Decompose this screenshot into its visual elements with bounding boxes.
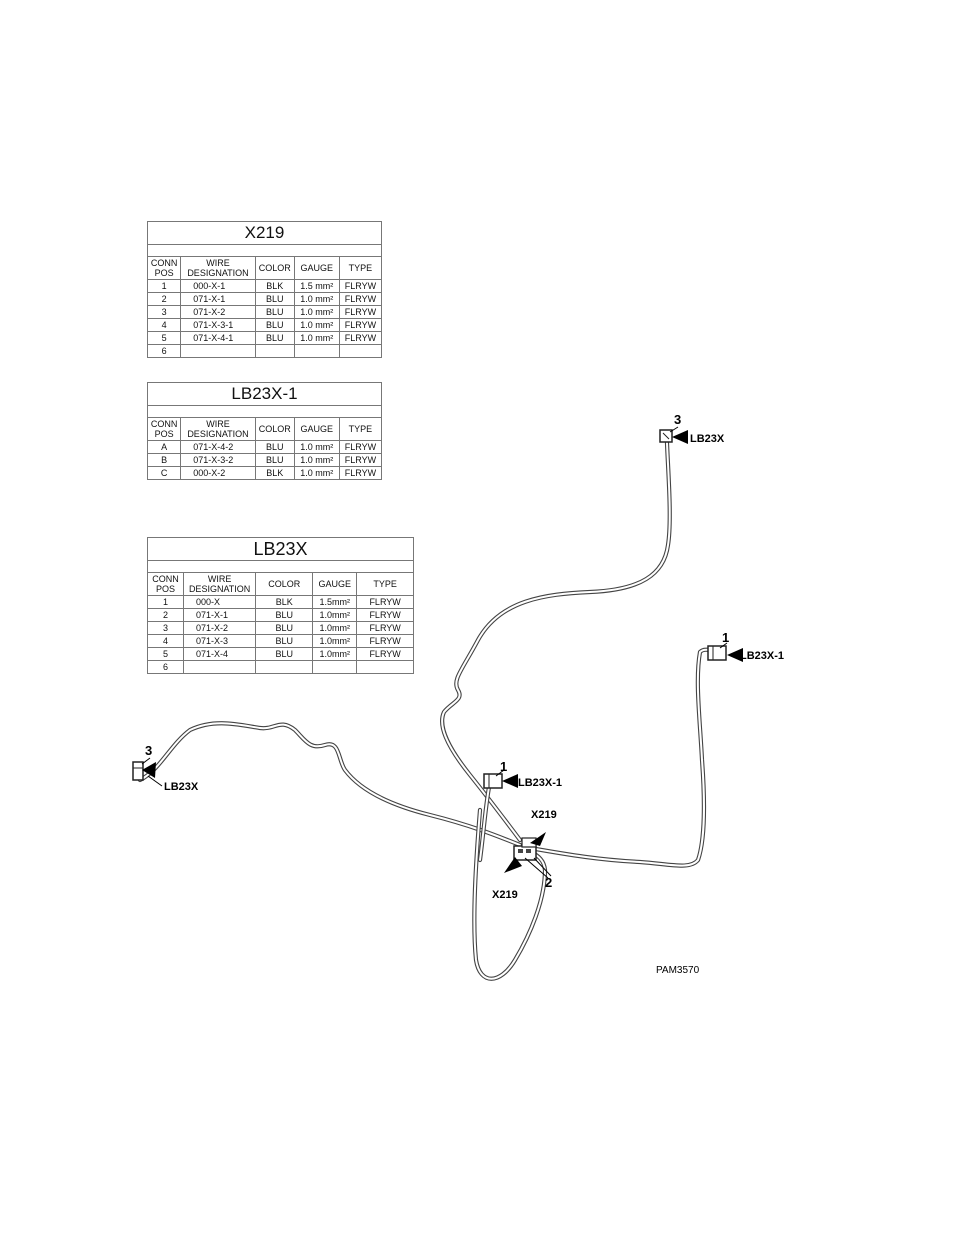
table-cell: FLRYW xyxy=(338,466,383,480)
callout-lb23x-1-center: LB23X-1 xyxy=(518,777,562,789)
column-header: CONN POS xyxy=(147,572,184,596)
table-cell xyxy=(293,344,340,358)
wire-harness-paths xyxy=(137,440,719,981)
table-cell xyxy=(338,344,383,358)
connector-lb23x-1-center xyxy=(483,773,503,789)
connector-lb23x-top xyxy=(659,429,673,443)
column-header: TYPE xyxy=(356,572,414,596)
callout-arrows xyxy=(141,426,743,879)
callout-2-junction: 2 xyxy=(545,875,552,890)
table-cell: C xyxy=(146,466,182,480)
connector-lb23x-1-right xyxy=(707,645,727,661)
table-cell: 1.0 mm² xyxy=(293,466,340,480)
column-header: GAUGE xyxy=(293,256,340,280)
figure-code: PAM3570 xyxy=(656,965,700,976)
column-header: COLOR xyxy=(254,417,295,441)
callout-3-left: 3 xyxy=(145,743,152,758)
table-cell: 6 xyxy=(146,344,182,358)
table-cell xyxy=(182,660,257,674)
callout-3-top-right: 3 xyxy=(674,412,681,427)
connector-lb23x-left xyxy=(132,761,144,781)
table-row: 6 xyxy=(146,344,383,358)
table-row: 6 xyxy=(147,660,414,674)
callout-x219-upper: X219 xyxy=(531,809,557,821)
callout-x219-lower: X219 xyxy=(492,889,518,901)
table-cell xyxy=(356,660,414,674)
callout-lb23x-top-right: LB23X xyxy=(690,433,725,445)
table-title: X219 xyxy=(147,221,382,245)
callout-lb23x-1-right: LB23X-1 xyxy=(740,650,784,662)
column-header: CONN POS xyxy=(146,417,182,441)
callout-lb23x-left: LB23X xyxy=(164,781,199,793)
callout-1-center: 1 xyxy=(500,759,507,774)
column-header: WIRE DESIGNATION xyxy=(182,572,257,596)
table-cell xyxy=(312,660,358,674)
callout-1-right: 1 xyxy=(722,630,729,645)
column-header: GAUGE xyxy=(312,572,358,596)
column-header: TYPE xyxy=(338,417,383,441)
